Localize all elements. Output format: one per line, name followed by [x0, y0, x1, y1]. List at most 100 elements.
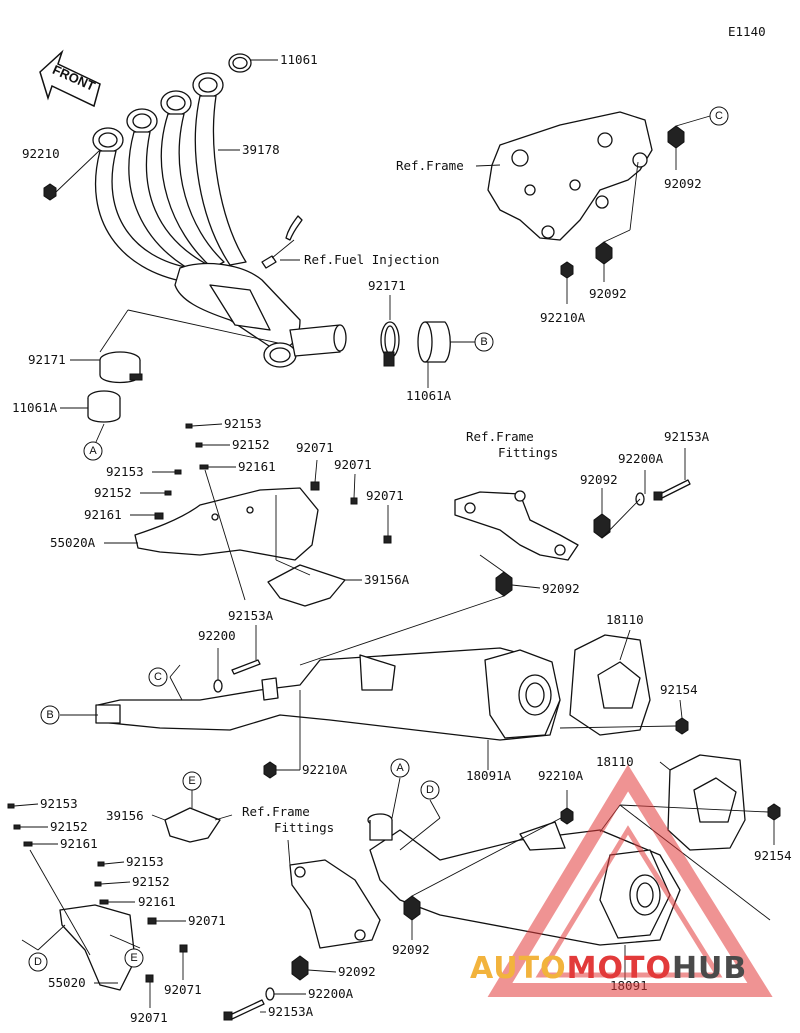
label-92092-c: 92092: [664, 176, 702, 191]
muffler-18091: [367, 813, 681, 946]
svg-text:E: E: [130, 952, 137, 964]
label-92154-top: 92154: [660, 682, 698, 697]
label-11061A-mid: 11061A: [406, 388, 452, 403]
watermark-moto: MOTO: [567, 951, 672, 986]
label-92200A-top: 92200A: [618, 451, 664, 466]
gasket-11061A-mid: [417, 321, 451, 363]
svg-text:C: C: [154, 671, 162, 683]
label-92200: 92200: [198, 628, 236, 643]
label-39156A: 39156A: [364, 572, 410, 587]
label-92071-c: 92071: [366, 488, 404, 503]
frame-fittings-bracket-upper: [454, 490, 579, 561]
bushing-92092-low: [403, 895, 421, 921]
ref-circle-A-low: A: [390, 758, 410, 778]
label-92092-low: 92092: [392, 942, 430, 957]
ref-circle-A-left: A: [83, 441, 103, 461]
watermark-automotohub-logo: AUTOMOTOHUB: [470, 764, 773, 997]
svg-text:AUTOMOTOHUB: AUTOMOTOHUB: [470, 951, 747, 986]
ref-circle-D-low: D: [28, 952, 48, 972]
ref-circle-D-mid: D: [420, 780, 440, 800]
label-92071-d: 92071: [188, 913, 226, 928]
label-92092-mid: 92092: [542, 581, 580, 596]
label-92210A-low: 92210A: [538, 768, 584, 783]
label-39178: 39178: [242, 142, 280, 157]
label-92161-a: 92161: [238, 459, 276, 474]
label-92200A-low: 92200A: [308, 986, 354, 1001]
frame-fittings-bracket-lower: [289, 859, 381, 949]
ref-circle-C-mid: C: [148, 667, 168, 687]
svg-text:E: E: [188, 775, 195, 787]
svg-text:C: C: [715, 110, 723, 122]
svg-text:A: A: [89, 445, 97, 457]
label-92152-a: 92152: [232, 437, 270, 452]
bolt-92153A-low: [223, 999, 265, 1021]
label-ref-fuel-injection: Ref.Fuel Injection: [304, 252, 439, 267]
ref-circle-E-low: E: [124, 948, 144, 968]
svg-text:A: A: [396, 762, 404, 774]
muffler-18091A: [95, 647, 561, 741]
ref-circle-E-top: E: [182, 771, 202, 791]
svg-text:D: D: [426, 784, 434, 796]
label-92152-b: 92152: [94, 485, 132, 500]
label-55020A: 55020A: [50, 535, 96, 550]
nut-92210A-low-icon: [560, 807, 574, 825]
heat-cover-55020A: [134, 487, 319, 561]
label-92153A-mid: 92153A: [228, 608, 274, 623]
nut-92210A-mid-icon: [263, 761, 277, 779]
bolt-92200-92153A: [213, 659, 261, 693]
label-92161-c: 92161: [60, 836, 98, 851]
heat-cover-55020: [59, 904, 136, 991]
ref-circle-C-top: C: [709, 106, 729, 126]
diagram-code: E1140: [728, 24, 766, 39]
screw-hardware-upper: [154, 423, 392, 544]
ref-circle-B-mid: B: [40, 705, 60, 725]
insulator-39156A: [267, 564, 346, 607]
label-92161-d: 92161: [138, 894, 176, 909]
bushing-92092-c: [667, 125, 685, 149]
bushing-92092-bracket: [593, 513, 611, 539]
label-92071-a: 92071: [296, 440, 334, 455]
front-arrow-icon: FRONT: [39, 49, 101, 108]
nut-92154-low-icon: [767, 803, 781, 821]
clamp-92171-left: [99, 351, 143, 384]
label-fittings-2: Fittings: [274, 820, 334, 835]
insulator-39156: [164, 807, 221, 843]
label-92071-e: 92071: [164, 982, 202, 997]
label-18110-low: 18110: [596, 754, 634, 769]
label-92210: 92210: [22, 146, 60, 161]
ref-circle-B-top: B: [474, 332, 494, 352]
exhaust-header-pipe: [92, 72, 347, 368]
label-92171-mid: 92171: [368, 278, 406, 293]
label-92153-c: 92153: [40, 796, 78, 811]
label-92153A-low: 92153A: [268, 1004, 314, 1019]
label-18091A: 18091A: [466, 768, 512, 783]
label-18110-top: 18110: [606, 612, 644, 627]
label-fittings-1: Fittings: [498, 445, 558, 460]
label-55020: 55020: [48, 975, 86, 990]
clamp-92171-mid: [380, 321, 400, 367]
label-92071-b: 92071: [334, 457, 372, 472]
label-ref-frame-fittings-2: Ref.Frame: [242, 804, 310, 819]
bushing-92092-mid: [495, 571, 513, 597]
label-92153-d: 92153: [126, 854, 164, 869]
label-92092-low2: 92092: [338, 964, 376, 979]
bolt-92153A-top: [653, 479, 691, 501]
watermark-auto: AUTO: [470, 951, 567, 986]
label-92210A-top: 92210A: [540, 310, 586, 325]
svg-text:B: B: [480, 336, 487, 348]
bushing-92092-low2: [291, 955, 309, 981]
label-92092-top2: 92092: [589, 286, 627, 301]
label-ref-frame-top: Ref.Frame: [396, 158, 464, 173]
svg-text:B: B: [46, 709, 53, 721]
label-92153-b: 92153: [106, 464, 144, 479]
label-92153A-top: 92153A: [664, 429, 710, 444]
label-92152-c: 92152: [50, 819, 88, 834]
leader-lines: [13, 59, 775, 1013]
end-cap-18110-top: [569, 634, 651, 736]
label-92210A-mid: 92210A: [302, 762, 348, 777]
label-92153-a: 92153: [224, 416, 262, 431]
nut-92210A-top: [560, 261, 574, 279]
frame-ref-top: [487, 111, 653, 241]
washer-92200A-low: [265, 987, 275, 1001]
